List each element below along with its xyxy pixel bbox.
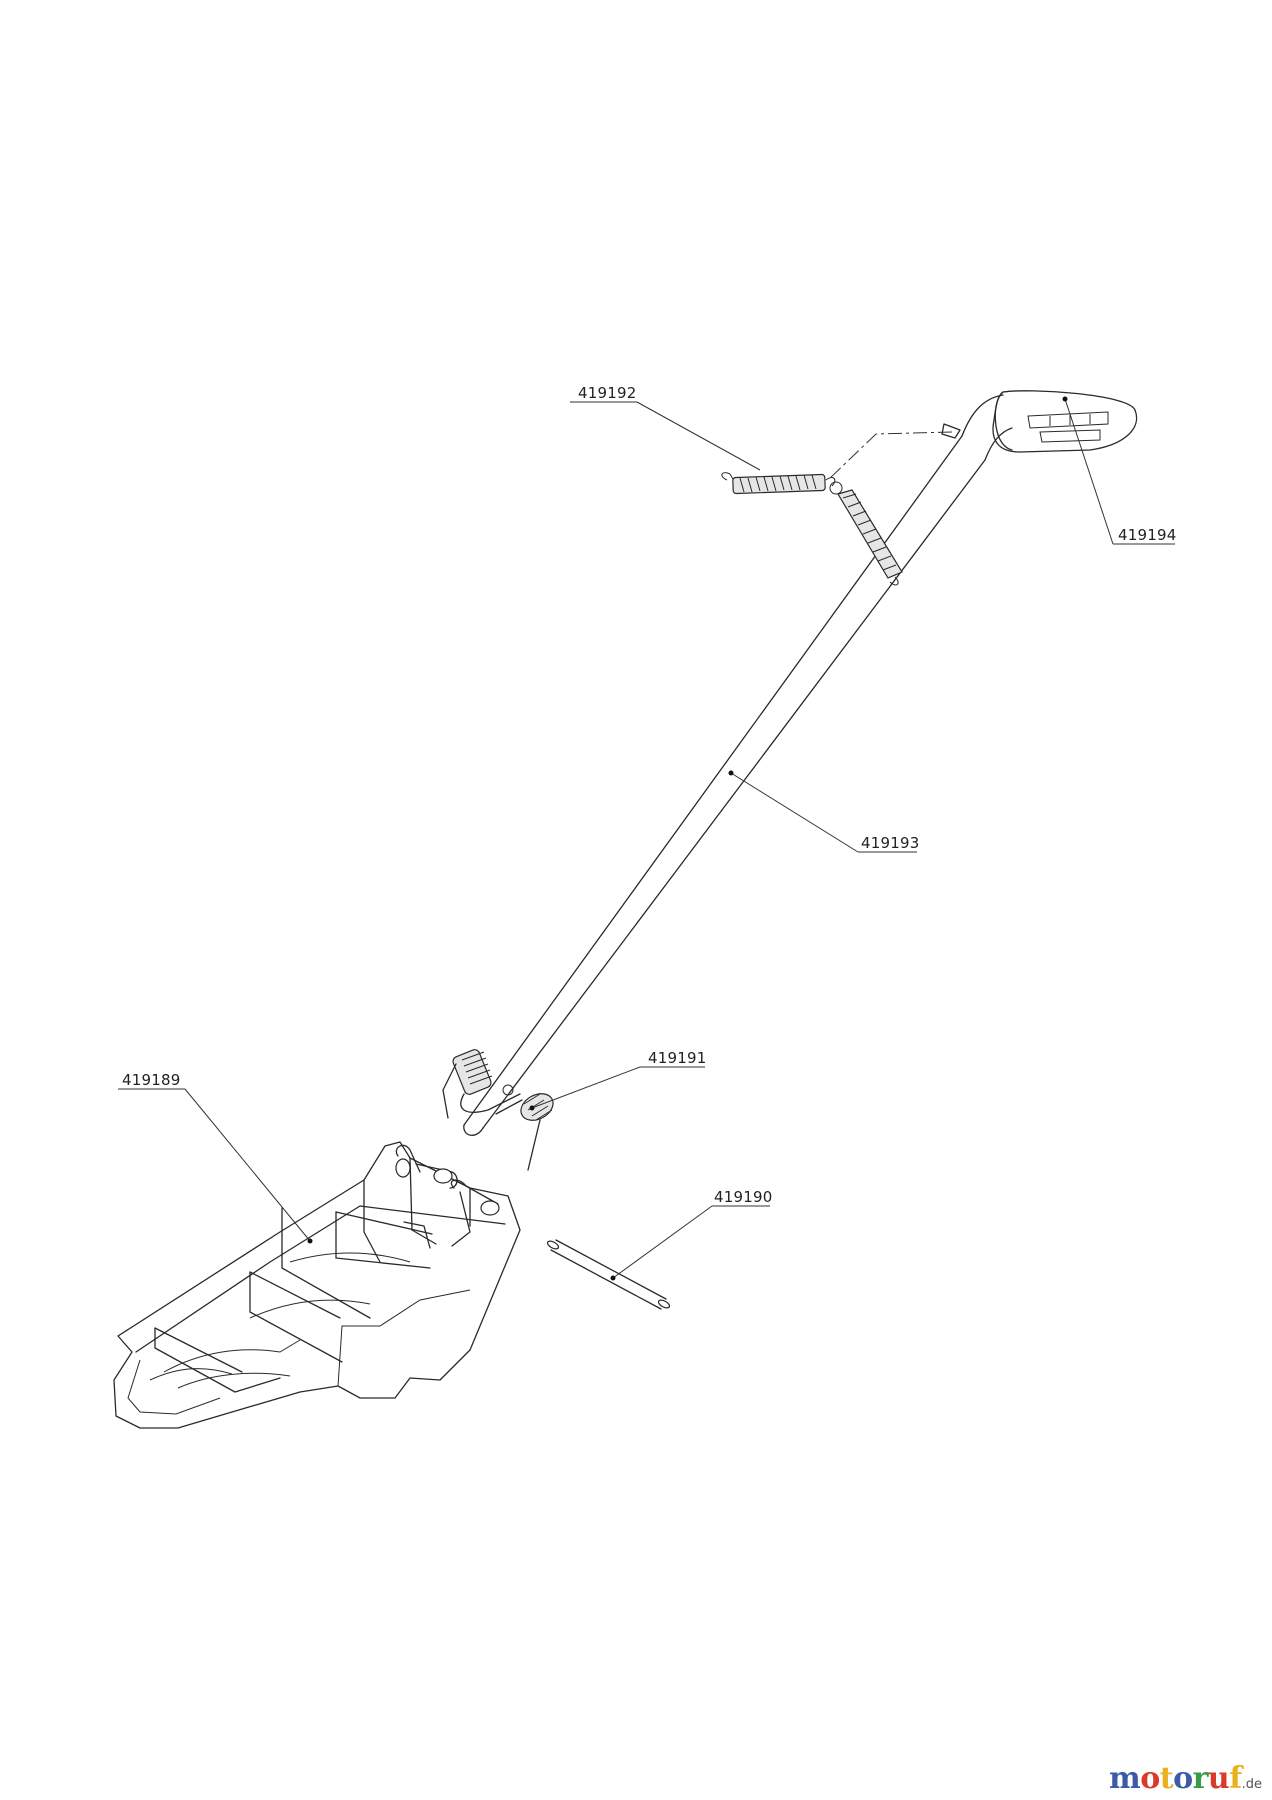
watermark-letter-3: o	[1173, 1761, 1193, 1796]
torsion-spring-left	[442, 1049, 521, 1119]
part-number-419189: 419189	[122, 1071, 180, 1089]
part-number-419192: 419192	[578, 384, 636, 402]
handle-shaft	[463, 435, 986, 1136]
watermark-wordmark: motoruf	[1109, 1761, 1242, 1796]
tension-spring-lower	[829, 481, 903, 586]
axle-pin	[546, 1239, 671, 1310]
motoruf-watermark-logo: motoruf.de	[1109, 1761, 1262, 1796]
part-number-419193: 419193	[861, 834, 919, 852]
watermark-letter-0: m	[1108, 1761, 1141, 1796]
watermark-letter-4: r	[1192, 1761, 1209, 1796]
watermark-letter-5: u	[1207, 1761, 1230, 1796]
watermark-letter-1: o	[1140, 1761, 1160, 1796]
tension-spring-upper	[721, 472, 836, 495]
torsion-spring-right	[495, 1084, 554, 1171]
grass-catcher-box	[113, 1141, 521, 1429]
shaft-hook	[941, 423, 961, 439]
watermark-domain-suffix: .de	[1241, 1777, 1262, 1792]
assembly-dashline	[827, 431, 953, 481]
part-number-419191: 419191	[648, 1049, 706, 1067]
handle-grip	[961, 390, 1138, 461]
watermark-letter-2: t	[1159, 1761, 1174, 1796]
part-number-419190: 419190	[714, 1188, 772, 1206]
watermark-letter-6: f	[1229, 1761, 1242, 1796]
part-number-419194: 419194	[1118, 526, 1176, 544]
